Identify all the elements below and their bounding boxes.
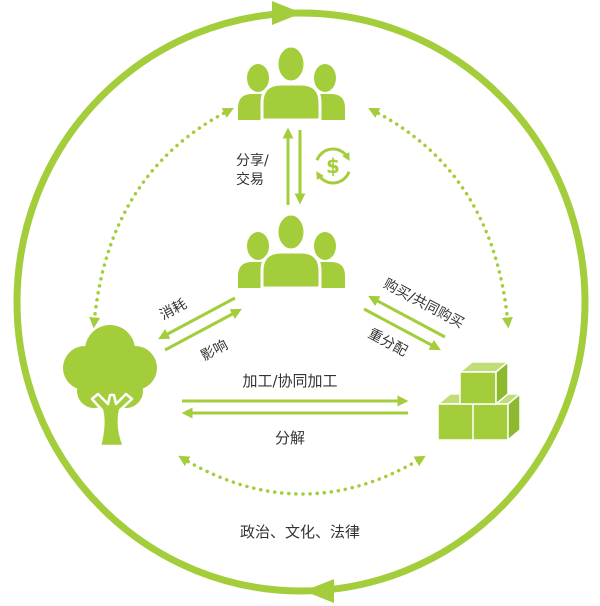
dotted-arrow-left xyxy=(89,108,234,329)
decomposition-label: 分解 xyxy=(275,429,305,447)
cycle-arrowhead-top-icon xyxy=(272,1,302,25)
dotted-arrow-right xyxy=(368,108,513,329)
consume-arrow xyxy=(158,296,236,340)
purchase-arrow xyxy=(368,295,446,339)
dotted-arrow-bottom xyxy=(178,455,426,496)
middle-people-group-icon xyxy=(238,212,345,290)
redistribution-arrow xyxy=(363,307,441,351)
politics-culture-law-label: 政治、文化、法律 xyxy=(240,523,360,541)
exchange-label-line2: 交易 xyxy=(236,171,264,188)
dollar-cycle-icon: $ xyxy=(315,147,351,185)
consume-label: 消耗 xyxy=(157,296,189,323)
top-people-group-icon xyxy=(238,44,345,122)
cycle-arrowhead-bottom-icon xyxy=(304,579,334,603)
tree-icon xyxy=(63,325,157,448)
cubes-icon xyxy=(435,360,523,442)
exchange-label-line1: 分享/ xyxy=(236,152,269,169)
influence-arrow xyxy=(164,308,242,352)
influence-label: 影响 xyxy=(198,337,230,364)
processing-label: 加工/协同加工 xyxy=(242,372,337,390)
dollar-symbol: $ xyxy=(326,154,340,178)
